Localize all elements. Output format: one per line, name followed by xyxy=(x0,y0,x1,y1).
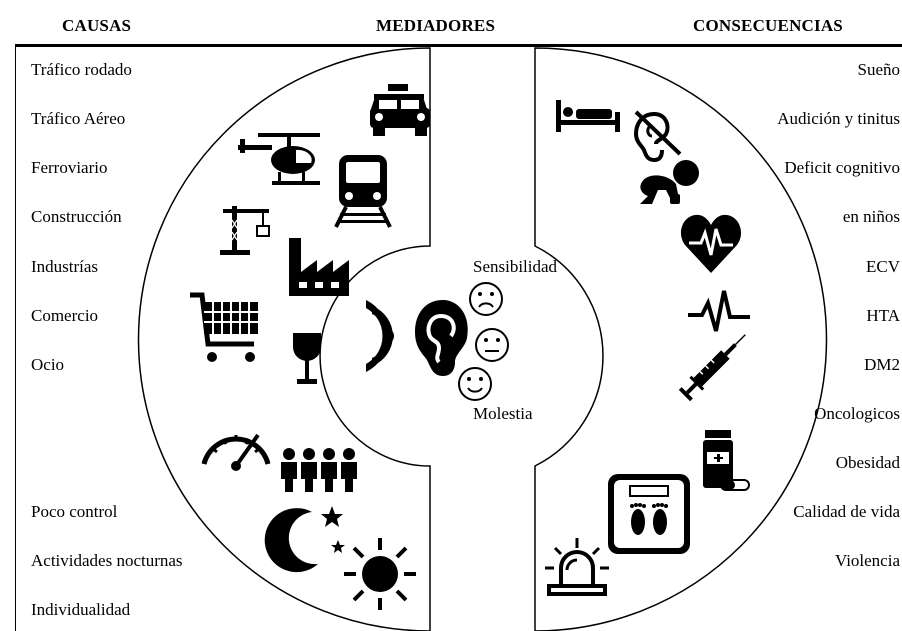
happy-face-icon xyxy=(458,367,492,401)
sad-face-icon xyxy=(469,282,503,316)
ear-icon xyxy=(415,300,468,376)
cause-label: Actividades nocturnas xyxy=(31,551,183,570)
causes-arc xyxy=(137,47,431,631)
crane-icon xyxy=(220,206,270,255)
consequence-label: Obesidad xyxy=(835,453,900,472)
cause-label: Ferroviario xyxy=(31,158,108,177)
mediator-label-annoyance: Molestia xyxy=(473,404,533,423)
cause-label: Ocio xyxy=(31,355,65,374)
consequence-label: Audición y tinitus xyxy=(777,109,900,128)
siren-icon xyxy=(545,538,609,596)
consequence-label: HTA xyxy=(866,306,900,325)
crawling-baby-icon xyxy=(640,160,699,204)
consequence-label: Violencia xyxy=(834,551,900,570)
cause-label: Tráfico Aéreo xyxy=(31,109,126,128)
taxi-icon xyxy=(370,84,430,136)
crowd-icon xyxy=(281,448,357,492)
consequence-label: ECV xyxy=(866,257,900,276)
cause-label: Poco control xyxy=(31,502,118,521)
bed-icon xyxy=(556,100,620,132)
sound-waves-icon xyxy=(366,300,394,372)
pulse-line-icon xyxy=(688,290,750,332)
heart-pulse-icon xyxy=(680,214,742,273)
consequence-label: DM2 xyxy=(864,355,900,374)
neutral-face-icon xyxy=(475,328,509,362)
train-icon xyxy=(334,155,392,228)
header-causes: CAUSAS xyxy=(62,16,132,35)
speedometer-icon xyxy=(201,433,271,471)
consequences-arc xyxy=(534,47,828,631)
shopping-cart-icon xyxy=(190,292,258,362)
consequence-label: Sueño xyxy=(857,60,901,79)
factory-icon xyxy=(289,238,349,296)
consequence-label: Oncologicos xyxy=(814,404,900,423)
sun-icon xyxy=(344,538,416,610)
header-rule xyxy=(15,44,902,47)
wine-glass-icon xyxy=(293,333,321,384)
helicopter-icon xyxy=(238,133,320,185)
consequence-label: Deficit cognitivo xyxy=(784,158,900,177)
cause-label: Individualidad xyxy=(31,600,131,619)
cause-label: Tráfico rodado xyxy=(31,60,132,79)
pill-bottle-icon xyxy=(703,430,750,491)
mediator-label-sensitivity: Sensibilidad xyxy=(473,257,558,276)
consequence-label: en niños xyxy=(842,207,900,226)
consequence-label: Calidad de vida xyxy=(793,502,900,521)
cause-label: Comercio xyxy=(31,306,99,325)
header-mediators: MEDIADORES xyxy=(376,16,496,35)
deaf-ear-icon xyxy=(633,110,682,163)
syringe-icon xyxy=(678,334,746,402)
scale-icon xyxy=(608,474,690,554)
moon-stars-icon xyxy=(264,506,345,573)
cause-label: Construcción xyxy=(31,207,122,226)
header-consequences: CONSECUENCIAS xyxy=(693,16,843,35)
left-border xyxy=(15,44,16,631)
cause-label: Industrías xyxy=(31,257,99,276)
